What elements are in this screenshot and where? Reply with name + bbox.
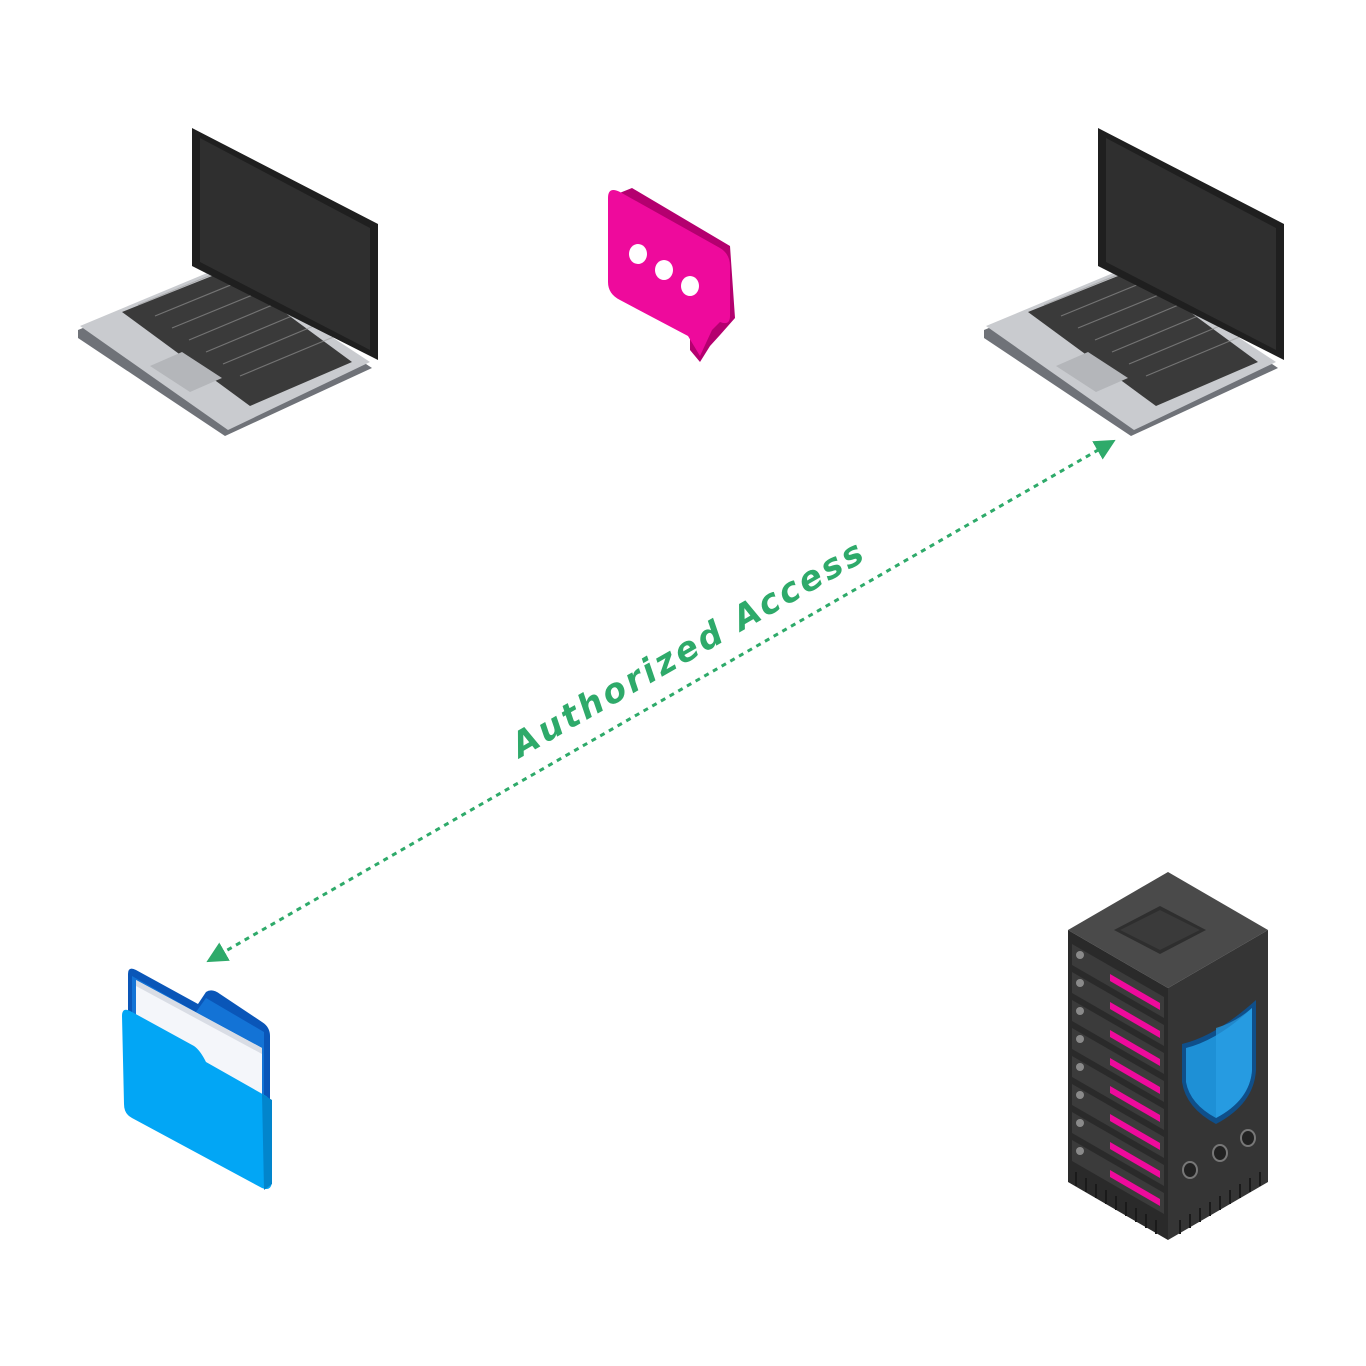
folder-icon (122, 968, 272, 1190)
server-units (1072, 944, 1164, 1214)
chat-bubble-icon (608, 188, 735, 362)
authorized-access-connector (206, 439, 1116, 963)
laptop-left-icon (78, 128, 378, 436)
server-rack-icon (1068, 872, 1268, 1240)
authorized-access-label: Authorized Access (502, 531, 873, 767)
shield-icon (1182, 1000, 1256, 1124)
laptop-right-icon (984, 128, 1284, 436)
